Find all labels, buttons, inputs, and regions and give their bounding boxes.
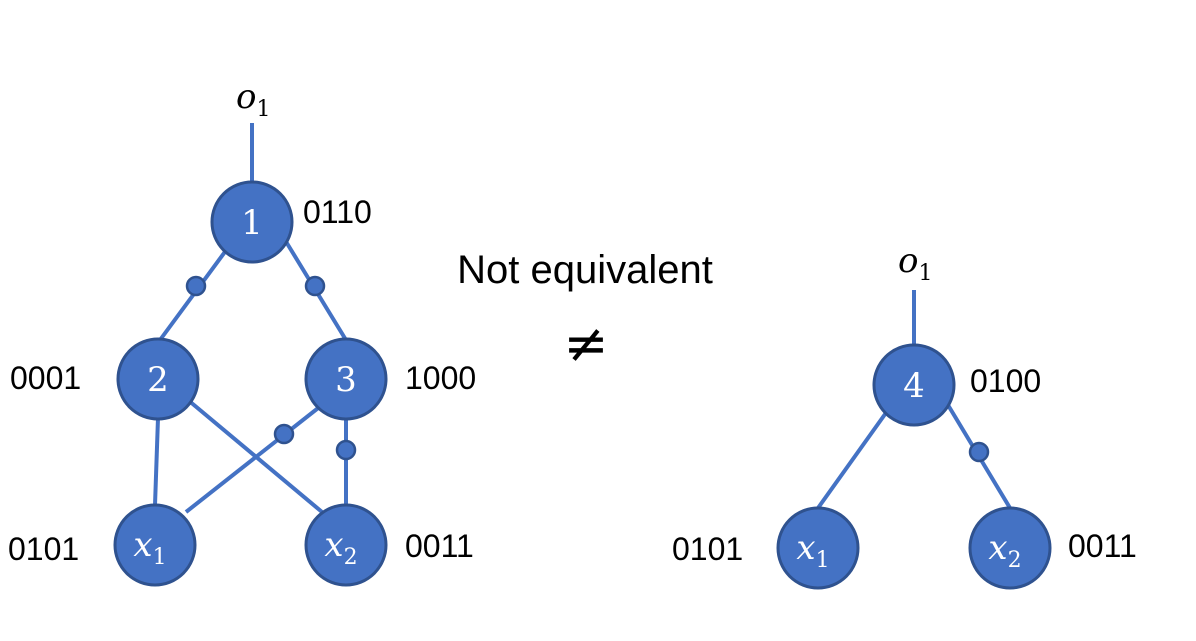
right-node-4: 4 [872,343,956,427]
left-inverter-dot-n1-n2 [185,275,207,297]
left-truth-x2: 0011 [405,528,474,564]
right-node-x2-label: x2 [988,528,1021,573]
left-truth-n1: 0110 [303,194,372,230]
not-equivalent-caption: Not equivalent [457,248,713,292]
left-output-label: o1 [236,77,270,122]
left-node-3: 3 [304,337,388,421]
right-inverter-dot-n4-x2 [968,441,990,463]
right-node-x1-label: x1 [796,528,829,573]
left-inverter-dot-n3-x2 [335,439,357,461]
left-inverter-dots [185,275,357,461]
not-equal-symbol: ≠ [563,312,608,375]
left-node-2-label: 2 [147,360,169,400]
right-truth-x1: 0101 [672,531,743,567]
left-inverter-dot-n1-n3 [304,275,326,297]
left-inverter-dot-n3-x1 [273,423,295,445]
left-truth-n2: 0001 [10,360,81,396]
right-node-x2: x2 [968,506,1052,590]
right-node-4-label: 4 [903,366,925,406]
left-node-1: 1 [210,180,294,264]
left-truth-x1: 0101 [8,531,79,567]
right-output-label: o1 [898,241,932,286]
left-truth-n3: 1000 [405,360,476,396]
right-truth-x2: 0011 [1068,528,1137,564]
left-node-x2-label: x2 [324,525,357,570]
right-edge-n4-x1 [816,408,890,510]
left-edge-n2-x1 [153,417,160,506]
left-node-x2: x2 [304,503,388,587]
left-node-3-label: 3 [335,360,357,400]
left-node-x1-label: x1 [133,525,166,570]
left-edge-n3-x1 [184,403,324,514]
left-node-2: 2 [116,337,200,421]
right-truth-n4: 0100 [970,363,1041,399]
left-node-x1: x1 [113,503,197,587]
left-node-1-label: 1 [241,203,263,243]
right-node-x1: x1 [776,506,860,590]
